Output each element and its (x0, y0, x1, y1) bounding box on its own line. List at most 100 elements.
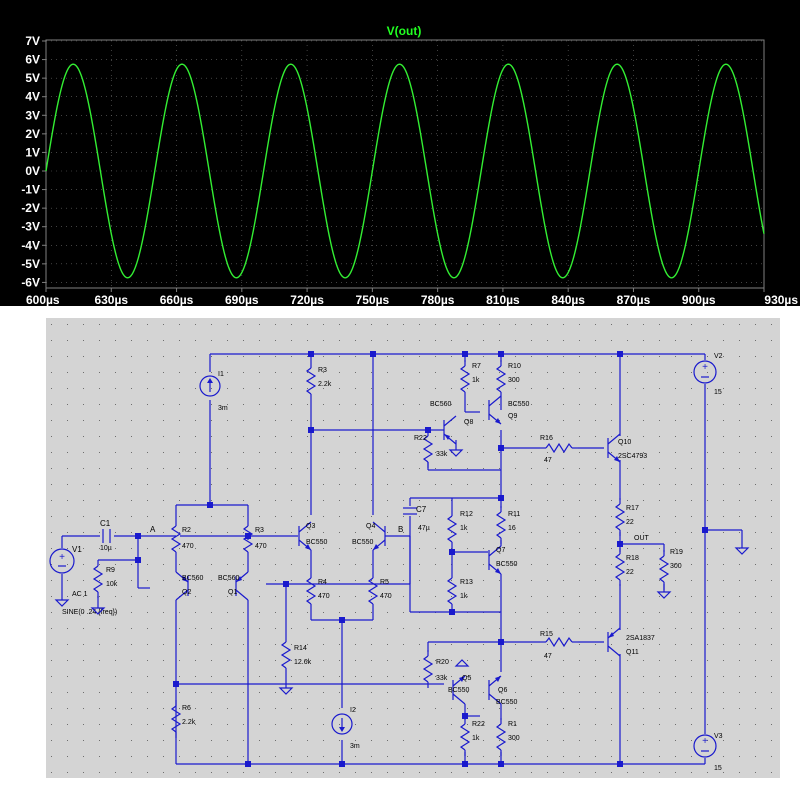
value-r16: 47 (544, 457, 552, 464)
resistor-r5[interactable]: R5 470 (368, 571, 392, 611)
transistor-q1[interactable]: BC560 Q1 (218, 571, 249, 601)
schematic-wires (61, 353, 743, 765)
value-r22-bottom: 1k (472, 735, 480, 742)
value-r15: 47 (544, 653, 552, 660)
transistor-q3[interactable]: Q3 BC550 (298, 521, 328, 551)
resistor-r20[interactable]: R20 33k (423, 649, 449, 689)
resistor-r16[interactable]: R16 47 (539, 435, 579, 464)
label-q7: Q7 (496, 547, 505, 554)
label-r10: R10 (508, 363, 521, 370)
svg-text:+: + (702, 362, 708, 373)
resistor-r12[interactable]: R12 1k (447, 509, 473, 549)
resistor-r19[interactable]: R19 300 (659, 549, 683, 589)
model-q3: BC550 (306, 539, 328, 546)
resistor-r4[interactable]: R4 470 (306, 571, 330, 611)
y-tick-label: -1V (21, 183, 40, 197)
y-tick-label: -3V (21, 220, 40, 234)
value-r9: 10k (106, 581, 118, 588)
value-r17: 22 (626, 519, 634, 526)
label-r11: R11 (508, 511, 520, 518)
y-tick-label: -5V (21, 257, 40, 271)
value-r19: 300 (670, 563, 682, 570)
label-r4: R4 (318, 579, 327, 586)
resistor-r22-top[interactable]: R22 33k (414, 429, 448, 469)
current-source-i2[interactable]: I2 3m (331, 707, 360, 750)
x-tick-label: 930µs (764, 293, 798, 306)
resistor-r3-470[interactable]: R3 470 (243, 519, 267, 559)
value-v2: 15 (714, 389, 722, 396)
label-r22-bottom: R22 (472, 721, 485, 728)
plot-frame (45, 39, 765, 289)
capacitor-c1[interactable]: C1 10µ (100, 519, 112, 552)
ac-v1: AC 1 (72, 591, 88, 598)
resistor-r6[interactable]: R6 2.2k (171, 699, 196, 739)
transistor-q2[interactable]: BC560 Q2 (175, 571, 204, 601)
node-label-a: A (150, 525, 156, 534)
transistor-q6[interactable]: Q6 BC550 (488, 675, 518, 706)
schematic-canvas[interactable]: I1 3m R3 2.2k R7 1k R10 300 BC550 Q9 (46, 318, 780, 778)
transistor-q7[interactable]: Q7 BC550 (488, 545, 518, 575)
trace-title[interactable]: V(out) (387, 24, 422, 38)
resistor-r3-top[interactable]: R3 2.2k (306, 361, 332, 401)
resistor-r14[interactable]: R14 12.6k (281, 635, 312, 675)
value-r3-top: 2.2k (318, 381, 332, 388)
svg-text:+: + (702, 736, 708, 747)
x-tick-label: 810µs (486, 293, 520, 306)
value-r4: 470 (318, 593, 330, 600)
trace-vout[interactable] (45, 63, 765, 279)
current-source-i1[interactable]: I1 3m (199, 371, 228, 412)
label-v2: V2 (714, 353, 723, 360)
label-r13: R13 (460, 579, 473, 586)
voltage-source-v2[interactable]: + V2 15 (693, 353, 723, 396)
voltage-source-v3[interactable]: + V3 15 (693, 733, 723, 772)
resistor-r15[interactable]: R15 47 (539, 631, 579, 660)
resistor-r17[interactable]: R17 22 (615, 497, 639, 537)
resistor-r10[interactable]: R10 300 (496, 359, 521, 399)
transistor-q4[interactable]: Q4 BC550 (352, 521, 386, 551)
label-q4: Q4 (366, 523, 375, 530)
value-r1: 300 (508, 735, 520, 742)
model-q10: 2SC4793 (618, 453, 647, 460)
resistor-r13[interactable]: R13 1k (447, 571, 473, 611)
capacitor-c7[interactable]: C7 47µ (403, 505, 430, 532)
resistor-r11[interactable]: R11 16 (496, 505, 520, 545)
resistor-r7[interactable]: R7 1k (460, 359, 481, 399)
x-tick-label: 690µs (225, 293, 259, 306)
y-tick-label: 6V (25, 53, 40, 67)
y-tick-label: -4V (21, 238, 40, 252)
transistor-q9[interactable]: BC550 Q9 (488, 395, 530, 425)
transistor-q10[interactable]: Q10 2SC4793 (607, 433, 647, 463)
y-tick-label: -6V (21, 275, 40, 289)
svg-text:BC560: BC560 (430, 401, 452, 408)
label-r9: R9 (106, 567, 115, 574)
resistor-r1[interactable]: R1 300 (496, 717, 520, 757)
transistor-q5[interactable]: Q5 BC550 (448, 675, 471, 705)
node-label-out: OUT (634, 535, 650, 542)
y-tick-label: 3V (25, 108, 40, 122)
resistor-r9[interactable]: R9 10k (93, 559, 118, 599)
label-r20: R20 (436, 659, 449, 666)
label-r14: R14 (294, 645, 307, 652)
label-q3: Q3 (306, 523, 315, 530)
x-tick-label: 600µs (26, 293, 60, 306)
model-q7: BC550 (496, 561, 518, 568)
value-r11: 16 (508, 525, 516, 532)
label-q1: Q1 (228, 589, 237, 596)
value-r2: 470 (182, 543, 194, 550)
value-c7: 47µ (418, 525, 430, 532)
label-r18: R18 (626, 555, 639, 562)
transistor-q11[interactable]: 2SA1837 Q11 (607, 627, 655, 657)
value-r20: 33k (436, 675, 448, 682)
label-c1: C1 (100, 519, 111, 528)
transistor-q8[interactable]: Q8 (443, 415, 473, 445)
voltage-source-v1[interactable]: + V1 AC 1 SINE(0 .24 {freq}) (49, 545, 117, 616)
x-tick-label: 660µs (160, 293, 194, 306)
resistor-r18[interactable]: R18 22 (615, 547, 639, 587)
value-c1: 10µ (100, 545, 112, 552)
schematic-pane[interactable]: I1 3m R3 2.2k R7 1k R10 300 BC550 Q9 (46, 318, 780, 778)
resistor-r2[interactable]: R2 470 (171, 519, 194, 559)
resistor-r22-bottom[interactable]: R22 1k (460, 717, 485, 757)
